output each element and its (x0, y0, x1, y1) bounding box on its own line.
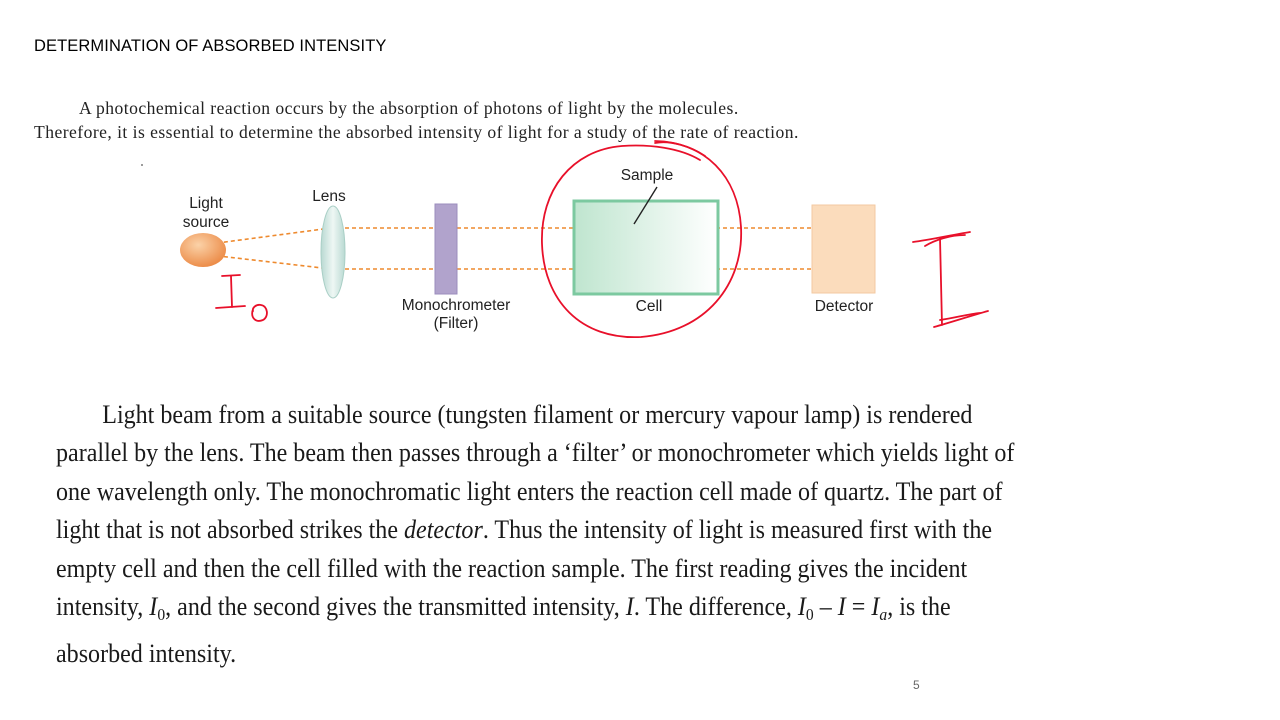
handwritten-i-symbol (912, 231, 989, 328)
light-underline (654, 141, 706, 157)
light-source-label: source (183, 214, 230, 231)
body-line: light that is not absorbed strikes the d… (56, 515, 993, 545)
body-line: intensity, I0, and the second gives the … (56, 592, 951, 625)
intro-line-1: A photochemical reaction occurs by the a… (79, 98, 739, 118)
body-line: parallel by the lens. The beam then pass… (56, 438, 1015, 468)
body-line: empty cell and then the cell filled with… (56, 553, 968, 583)
light-source-bulb (180, 233, 226, 267)
light-source-label: Light (189, 195, 223, 212)
detector-term: detector (404, 515, 483, 545)
sample-label: Sample (621, 167, 674, 184)
intro-line-2: Therefore, it is essential to determine … (34, 122, 799, 142)
light-beam (209, 227, 812, 270)
stray-dot (141, 164, 143, 166)
monochrometer-filter (434, 203, 458, 295)
detector-label: Detector (815, 298, 874, 315)
handwritten-io-symbol (215, 274, 268, 322)
body-line: absorbed intensity. (56, 638, 237, 668)
monochrometer-label: Monochrometer (402, 297, 511, 314)
page-number: 5 (913, 678, 920, 692)
sample-pointer (633, 186, 658, 225)
lens (320, 205, 346, 299)
intro-paragraph: A photochemical reaction occurs by the a… (34, 96, 1074, 144)
reaction-cell (572, 199, 720, 296)
lens-label: Lens (312, 188, 346, 205)
body-paragraph: Light beam from a suitable source (tungs… (56, 396, 1099, 673)
slide-title: DETERMINATION OF ABSORBED INTENSITY (34, 37, 387, 55)
detector (811, 204, 876, 294)
monochrometer-label: (Filter) (434, 315, 479, 332)
body-line: one wavelength only. The monochromatic l… (56, 476, 1003, 506)
cell-label: Cell (636, 298, 663, 315)
cell-highlight-circle (541, 140, 742, 338)
body-line: Light beam from a suitable source (tungs… (102, 400, 973, 429)
apparatus-diagram: Light source Lens Monochrometer (Filter)… (141, 140, 989, 338)
